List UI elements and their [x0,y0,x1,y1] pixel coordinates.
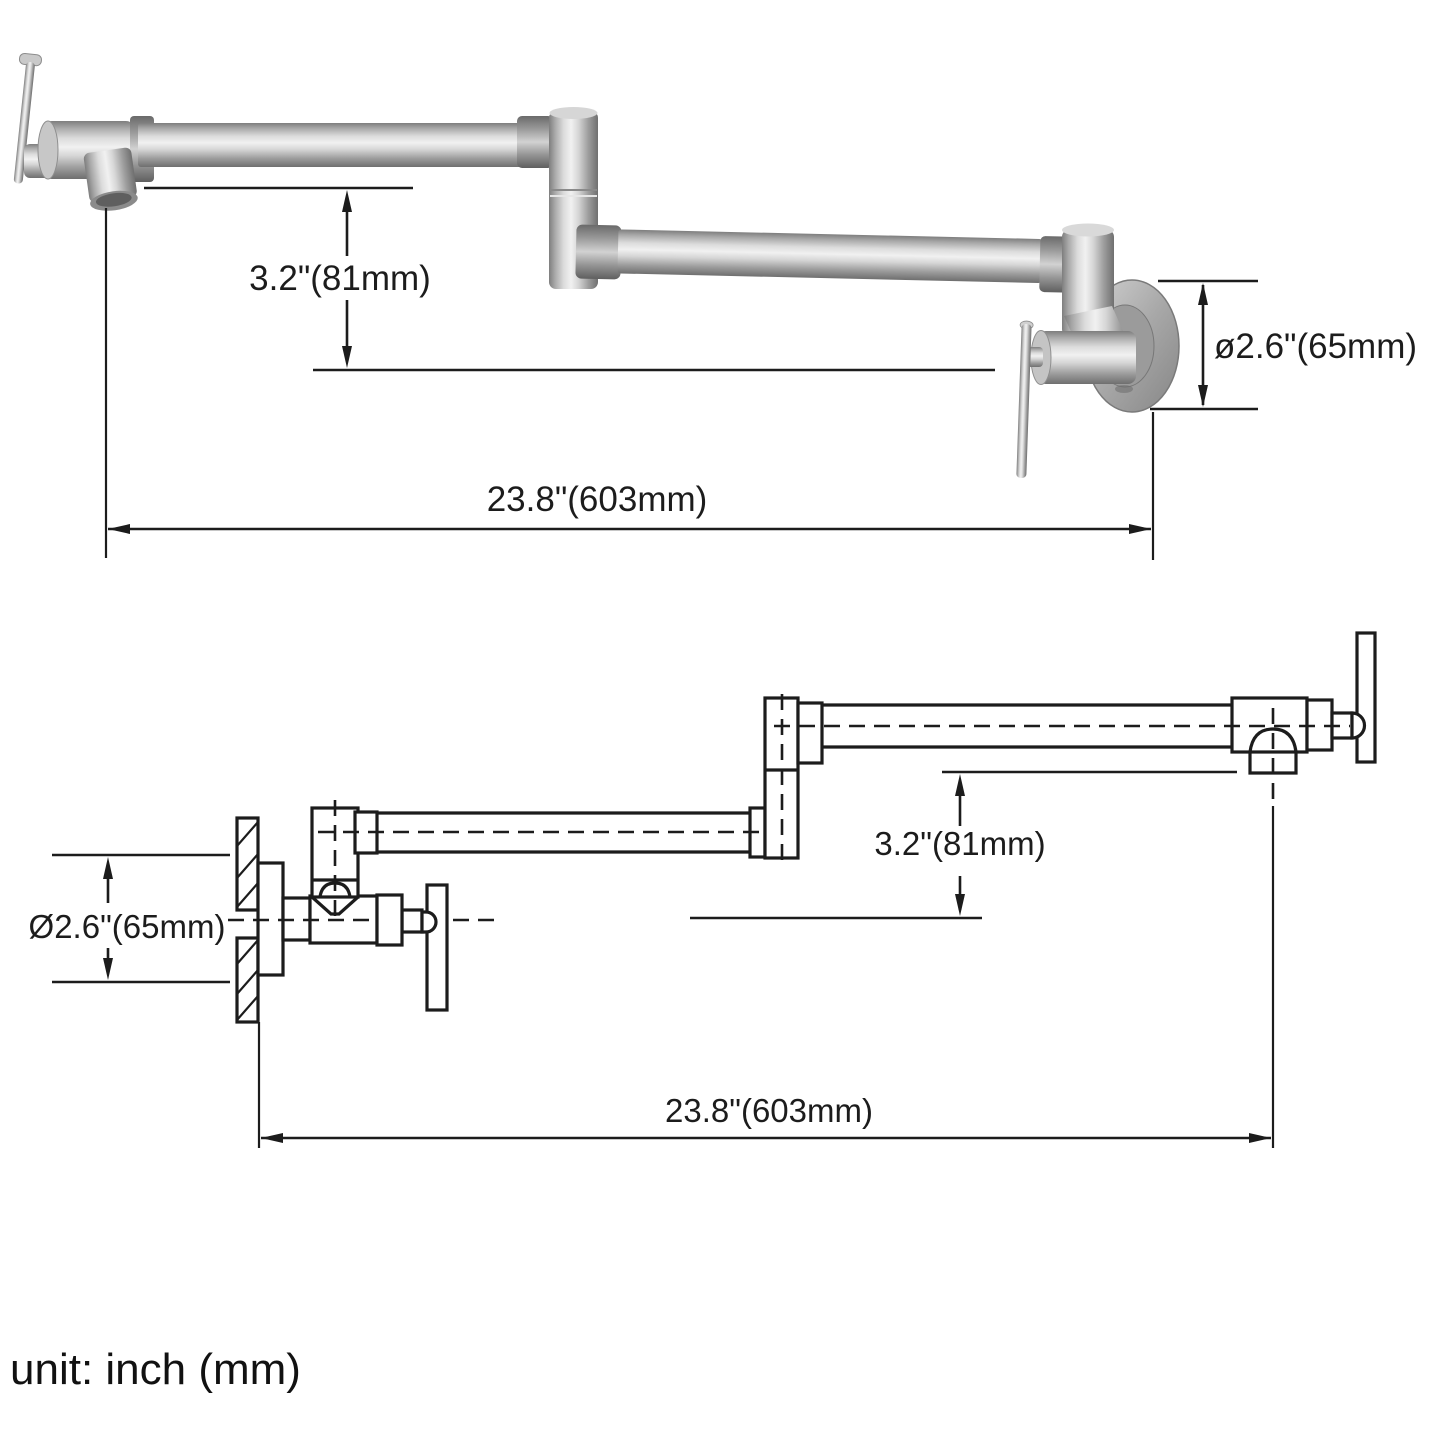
bottom-dim-diameter-label: Ø2.6"(65mm) [29,908,226,945]
arrow-down-icon [1198,385,1208,407]
unit-note: unit: inch (mm) [10,1345,301,1394]
arrow-down-icon [955,894,965,916]
top-dim-height-label: 3.2"(81mm) [249,259,431,298]
arrow-down-icon [342,346,352,368]
bottom-dim-height-label: 3.2"(81mm) [874,825,1045,862]
bottom-dim-length-label: 23.8"(603mm) [665,1092,873,1129]
valve-collar [375,893,404,947]
handle-hub-wall [1027,347,1043,367]
spout-outlet-hole [95,192,132,207]
arrow-up-icon [103,857,113,879]
bottom-view-dimensions [52,770,1275,1148]
hatch-line [236,969,259,995]
spout-outlet [83,147,138,211]
valve-body-wall [1038,331,1136,384]
flange-logo-mark [1115,385,1133,393]
faucet-handle-wall [1016,320,1034,478]
spout-ball-dome [1248,727,1298,753]
valve-handle-bar [425,883,449,1012]
arrow-left-icon [261,1133,283,1143]
handle-bar [13,62,35,184]
arrow-right-icon [1249,1133,1271,1143]
arm-two-pipe [617,229,1043,283]
hatch-line [236,939,259,965]
arrow-left-icon [108,524,130,534]
hatch-line [236,882,259,908]
arm-two-collar-left [575,224,622,280]
hatch-line [236,995,259,1021]
arrow-up-icon [1198,283,1208,305]
top-dim-length-label: 23.8"(603mm) [487,480,708,519]
middle-joint-cap [549,107,598,119]
wall-hatching [236,939,259,1021]
valve-cap-left [37,120,59,180]
middle-joint-collar [796,701,824,765]
top-dim-diameter-label: ø2.6"(65mm) [1214,327,1417,366]
hatch-line [236,853,259,879]
arrow-up-icon [342,190,352,212]
arrow-down-icon [103,958,113,980]
bottom-view-drawing [228,631,1377,1024]
arrow-right-icon [1129,524,1151,534]
valve-stem [400,908,424,934]
top-view-dimensions [104,186,1258,560]
handle-wall-bar [1016,324,1032,478]
spout-stem-tip [1350,711,1367,740]
top-view-photo [13,52,1180,478]
centerlines [228,694,1350,922]
hatch-line [236,821,259,847]
valve-stem-tip [420,910,438,934]
spout-outlet-body [83,147,137,203]
faucet-handle-left [13,52,43,184]
arrow-up-icon [955,774,965,796]
arm-one-collar [517,116,553,168]
arm-one-pipe [138,123,522,167]
spout-handle-bar [1355,631,1377,764]
wall-hatching [236,821,259,908]
arm-two [575,224,1081,293]
wall-elbow-cap [1062,223,1114,237]
